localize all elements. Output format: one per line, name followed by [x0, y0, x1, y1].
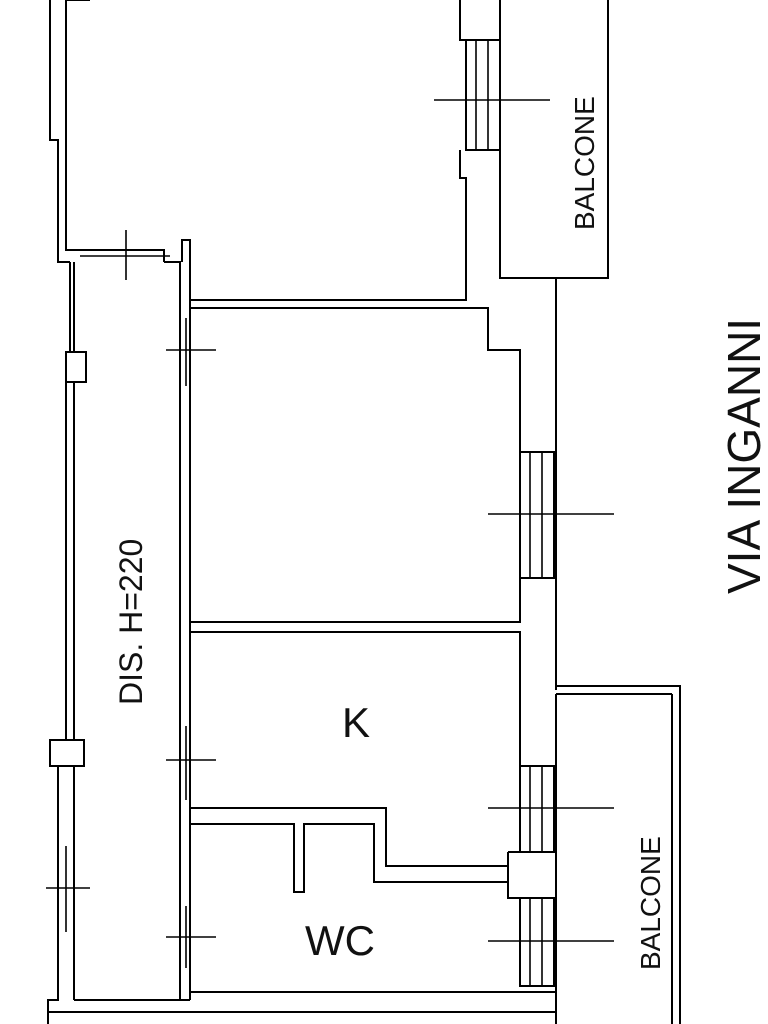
corridor-door-ticks [46, 318, 216, 968]
balcony-bottom-label: BALCONE [635, 836, 666, 970]
corridor-label: DIS. H=220 [113, 539, 149, 705]
middle-room-window [488, 451, 614, 579]
kitchen-window [488, 765, 614, 853]
corridor-walls [73, 262, 191, 1000]
middle-room-walls [190, 278, 557, 690]
top-room-walls [66, 0, 501, 301]
kitchen-label: K [342, 699, 370, 746]
balcony-top-label: BALCONE [569, 96, 600, 230]
balcony-bottom [555, 685, 681, 1024]
top-room-window [434, 39, 550, 151]
wc-label: WC [305, 917, 375, 964]
street-label: VIA INGANNI [718, 318, 768, 594]
wc-window [488, 897, 614, 987]
wc-walls [74, 823, 556, 1001]
